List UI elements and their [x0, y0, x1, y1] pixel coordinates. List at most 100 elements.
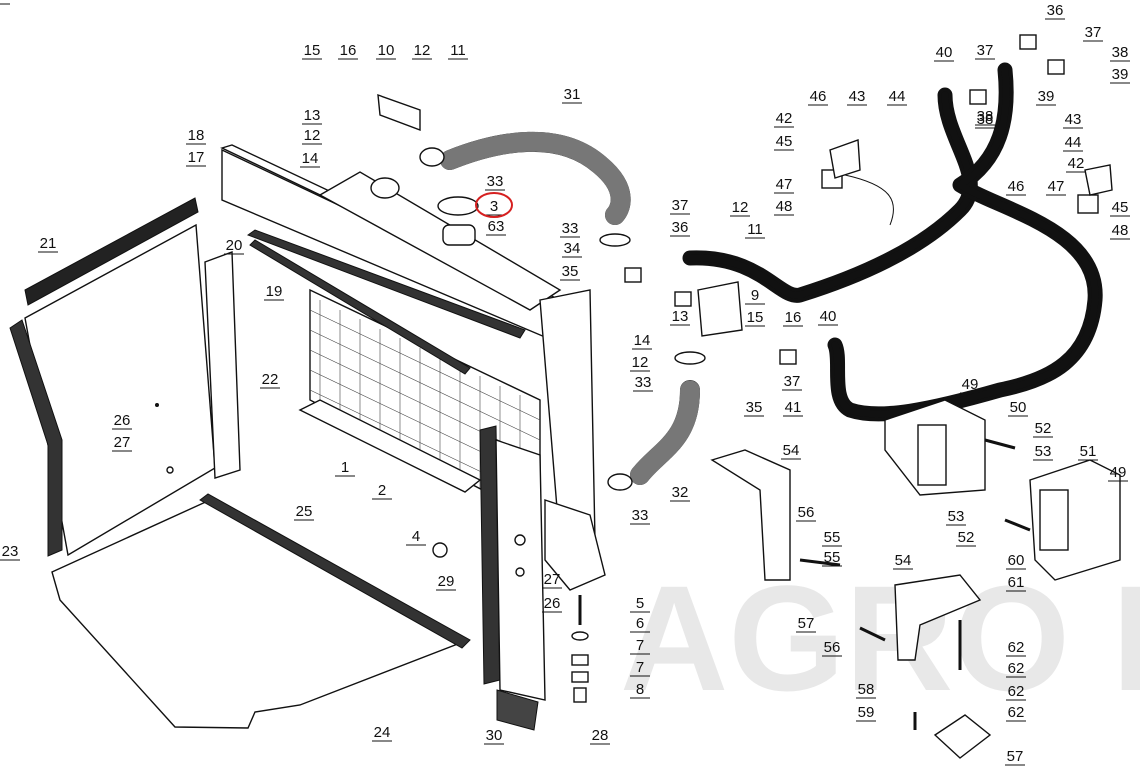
callout-56: 56	[798, 504, 815, 521]
callout-16: 16	[340, 42, 357, 59]
callout-12: 12	[304, 127, 321, 144]
callout-25: 25	[296, 503, 313, 520]
callout-14: 14	[302, 150, 319, 167]
callout-65: 65	[0, 0, 8, 4]
callout-37: 37	[977, 42, 994, 59]
callout-35: 35	[746, 399, 763, 416]
bolt-26	[514, 534, 526, 546]
callout-48: 48	[1112, 222, 1129, 239]
callout-60: 60	[1008, 552, 1025, 569]
callout-38: 38	[977, 108, 994, 125]
rubber-block-30	[496, 689, 539, 731]
callout-40: 40	[936, 44, 953, 61]
hose-clamp-33d	[607, 473, 633, 491]
bolt-27b	[515, 567, 525, 577]
callout-36: 36	[1047, 2, 1064, 19]
bracket-10	[377, 93, 421, 132]
fitting-37	[779, 349, 797, 365]
callout-62: 62	[1008, 639, 1025, 656]
callout-42: 42	[1068, 155, 1085, 172]
hose-clamp-33b	[599, 233, 631, 247]
callout-42: 42	[776, 110, 793, 127]
callout-31: 31	[564, 86, 581, 103]
callout-21: 21	[40, 235, 57, 252]
callout-12: 12	[732, 199, 749, 216]
bracket-42a	[829, 139, 861, 179]
seal-strip-25	[199, 493, 471, 649]
radiator-top-tank	[318, 171, 562, 311]
callout-58: 58	[858, 681, 875, 698]
callout-26: 26	[114, 412, 131, 429]
block-51	[1039, 489, 1069, 551]
callout-52: 52	[1035, 420, 1052, 437]
callout-3: 3	[490, 198, 498, 215]
callout-6: 6	[636, 615, 644, 632]
callout-20: 20	[226, 237, 243, 254]
callout-51: 51	[1080, 443, 1097, 460]
callout-33: 33	[632, 507, 649, 524]
callout-8: 8	[636, 681, 644, 698]
radiator-assembly	[220, 144, 606, 731]
bolt-55a	[799, 558, 841, 567]
callout-59: 59	[858, 704, 875, 721]
fitting-38	[969, 89, 987, 105]
callout-7: 7	[636, 659, 644, 676]
callout-36: 36	[672, 219, 689, 236]
callout-30: 30	[486, 727, 503, 744]
oil-line-lower	[827, 62, 1103, 422]
rubber-7a	[571, 654, 589, 666]
callout-7: 7	[636, 637, 644, 654]
callout-53: 53	[948, 508, 965, 525]
callout-57: 57	[798, 615, 815, 632]
callout-24: 24	[374, 724, 391, 741]
callout-56: 56	[824, 639, 841, 656]
leader-curve	[844, 174, 894, 226]
bracket-42b	[1084, 164, 1113, 196]
callout-63: 63	[488, 218, 505, 235]
callout-32: 32	[672, 484, 689, 501]
oil-lines	[377, 34, 1113, 422]
callout-27: 27	[114, 434, 131, 451]
callout-23: 23	[2, 543, 19, 560]
callout-13: 13	[672, 308, 689, 325]
callout-29: 29	[438, 573, 455, 590]
callout-39: 39	[1038, 88, 1055, 105]
fitting-13	[674, 291, 692, 307]
callout-16: 16	[785, 309, 802, 326]
hose-clamp-33a	[419, 147, 445, 167]
callout-39: 39	[1112, 66, 1129, 83]
mount-58	[933, 714, 992, 759]
callout-44: 44	[889, 88, 906, 105]
callout-5: 5	[636, 595, 644, 612]
fitting-37b	[1047, 59, 1065, 75]
hose-clamp-33c	[674, 351, 706, 365]
callout-48: 48	[776, 198, 793, 215]
callout-37: 37	[1085, 24, 1102, 41]
callout-47: 47	[1048, 178, 1065, 195]
drain-plug	[432, 542, 448, 558]
spacer-8	[573, 687, 587, 703]
bolt-55b	[859, 626, 886, 642]
callout-33: 33	[562, 220, 579, 237]
highlight-ring	[475, 192, 513, 218]
bracket-9	[697, 281, 743, 337]
side-panel-assembly	[9, 197, 471, 729]
callout-62: 62	[1008, 660, 1025, 677]
callout-38: 38	[1112, 44, 1129, 61]
callout-28: 28	[592, 727, 609, 744]
seal-strip-19b	[249, 239, 471, 375]
callout-50: 50	[1010, 399, 1027, 416]
callout-22: 22	[262, 371, 279, 388]
callout-46: 46	[810, 88, 827, 105]
bolt-52a	[984, 438, 1016, 450]
callout-11: 11	[450, 42, 466, 59]
callout-14: 14	[634, 332, 651, 349]
callout-37: 37	[672, 197, 689, 214]
block-50	[917, 424, 947, 486]
callout-26: 26	[544, 595, 561, 612]
panel-seal-22	[204, 251, 241, 479]
bolt-52b	[1004, 518, 1031, 532]
callout-18: 18	[188, 127, 205, 144]
